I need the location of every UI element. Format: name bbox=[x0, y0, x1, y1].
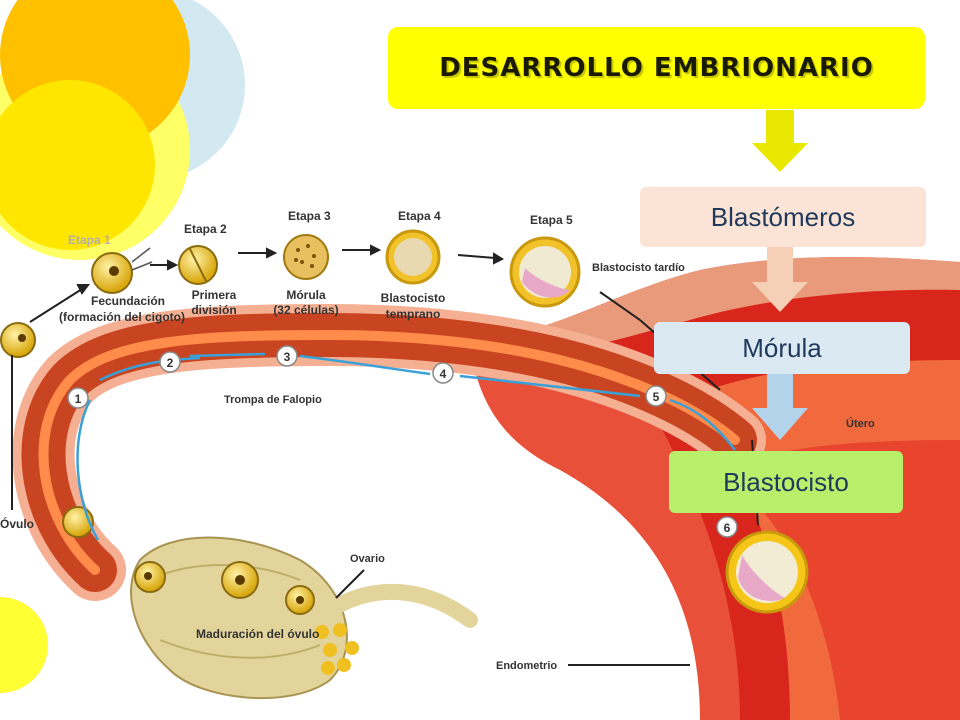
label-etapa1: Etapa 1 bbox=[68, 233, 111, 247]
marker-1: 1 bbox=[75, 392, 82, 406]
marker-2: 2 bbox=[167, 356, 174, 370]
decorative-circles bbox=[0, 0, 245, 693]
label-etapa5: Etapa 5 bbox=[530, 213, 573, 227]
step-markers: 1 2 3 4 5 6 bbox=[67, 345, 738, 538]
flow-arrow-2 bbox=[752, 247, 808, 312]
ovary bbox=[130, 536, 478, 700]
tube-path-arrows bbox=[76, 352, 736, 541]
label-trompa: Trompa de Falopio bbox=[224, 394, 322, 406]
marker-6: 6 bbox=[724, 521, 731, 535]
label-temprano: temprano bbox=[386, 307, 441, 321]
label-etapa4: Etapa 4 bbox=[398, 209, 441, 223]
marker-4: 4 bbox=[440, 367, 447, 381]
flow-step-blastomeros: Blastómeros bbox=[640, 187, 926, 247]
marker-5: 5 bbox=[653, 390, 660, 404]
label-fecundacion: Fecundación bbox=[91, 294, 165, 308]
label-celulas: (32 células) bbox=[273, 303, 338, 317]
title-banner: DESARROLLO EMBRIONARIO bbox=[388, 27, 925, 109]
flow-arrows bbox=[752, 110, 808, 440]
implanted-blastocyst bbox=[725, 530, 809, 614]
label-utero: Útero bbox=[846, 417, 875, 430]
label-primera: Primera bbox=[192, 288, 237, 302]
label-etapa2: Etapa 2 bbox=[184, 222, 227, 236]
label-division: división bbox=[191, 303, 236, 317]
flow-step-morula: Mórula bbox=[654, 322, 910, 374]
label-endometrio: Endometrio bbox=[496, 660, 557, 672]
marker-3: 3 bbox=[284, 350, 291, 364]
flow-arrow-1 bbox=[752, 110, 808, 172]
label-blastocisto-tardio: Blastocisto tardío bbox=[592, 262, 685, 274]
fallopian-tube bbox=[12, 303, 766, 601]
flow-arrow-3 bbox=[752, 374, 808, 440]
stage-cells bbox=[91, 229, 581, 308]
diagram-labels: Etapa 1 Etapa 2 Etapa 3 Etapa 4 Etapa 5 … bbox=[0, 209, 875, 672]
label-ovario: Ovario bbox=[350, 553, 385, 565]
page-title: DESARROLLO EMBRIONARIO bbox=[439, 53, 874, 83]
flow-step-blastocisto: Blastocisto bbox=[669, 451, 903, 513]
label-morula: Mórula bbox=[286, 288, 326, 302]
label-etapa3: Etapa 3 bbox=[288, 209, 331, 223]
label-maduracion: Maduración del óvulo bbox=[196, 627, 319, 641]
label-formacion-cigoto: (formación del cigoto) bbox=[59, 310, 185, 324]
label-blastocisto: Blastocisto bbox=[381, 291, 446, 305]
label-ovulo: Óvulo bbox=[0, 516, 34, 531]
